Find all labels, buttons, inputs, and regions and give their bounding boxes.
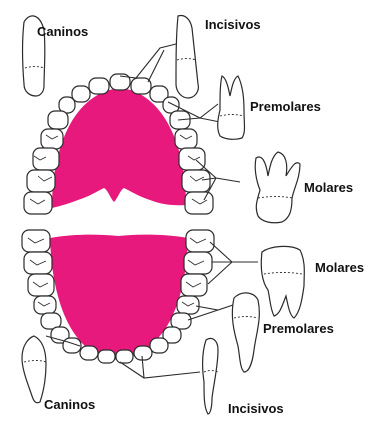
label-incisivos-bottom: Incisivos	[228, 402, 284, 415]
label-premolares-top: Premolares	[250, 100, 321, 113]
lower-premolar-tooth	[232, 293, 259, 372]
label-molares-bottom: Molares	[315, 261, 364, 274]
label-caninos-bottom: Caninos	[44, 398, 95, 411]
lower-canine-tooth	[22, 336, 46, 403]
upper-incisor-tooth	[176, 16, 198, 99]
label-premolares-bottom: Premolares	[263, 322, 334, 335]
lower-molar-tooth	[261, 246, 304, 318]
upper-premolar-tooth	[218, 76, 245, 139]
lower-incisor-tooth	[203, 338, 218, 414]
label-molares-top: Molares	[304, 181, 353, 194]
label-incisivos-top: Incisivos	[205, 18, 261, 31]
upper-molar-tooth	[255, 152, 300, 223]
label-caninos-top: Caninos	[37, 25, 88, 38]
